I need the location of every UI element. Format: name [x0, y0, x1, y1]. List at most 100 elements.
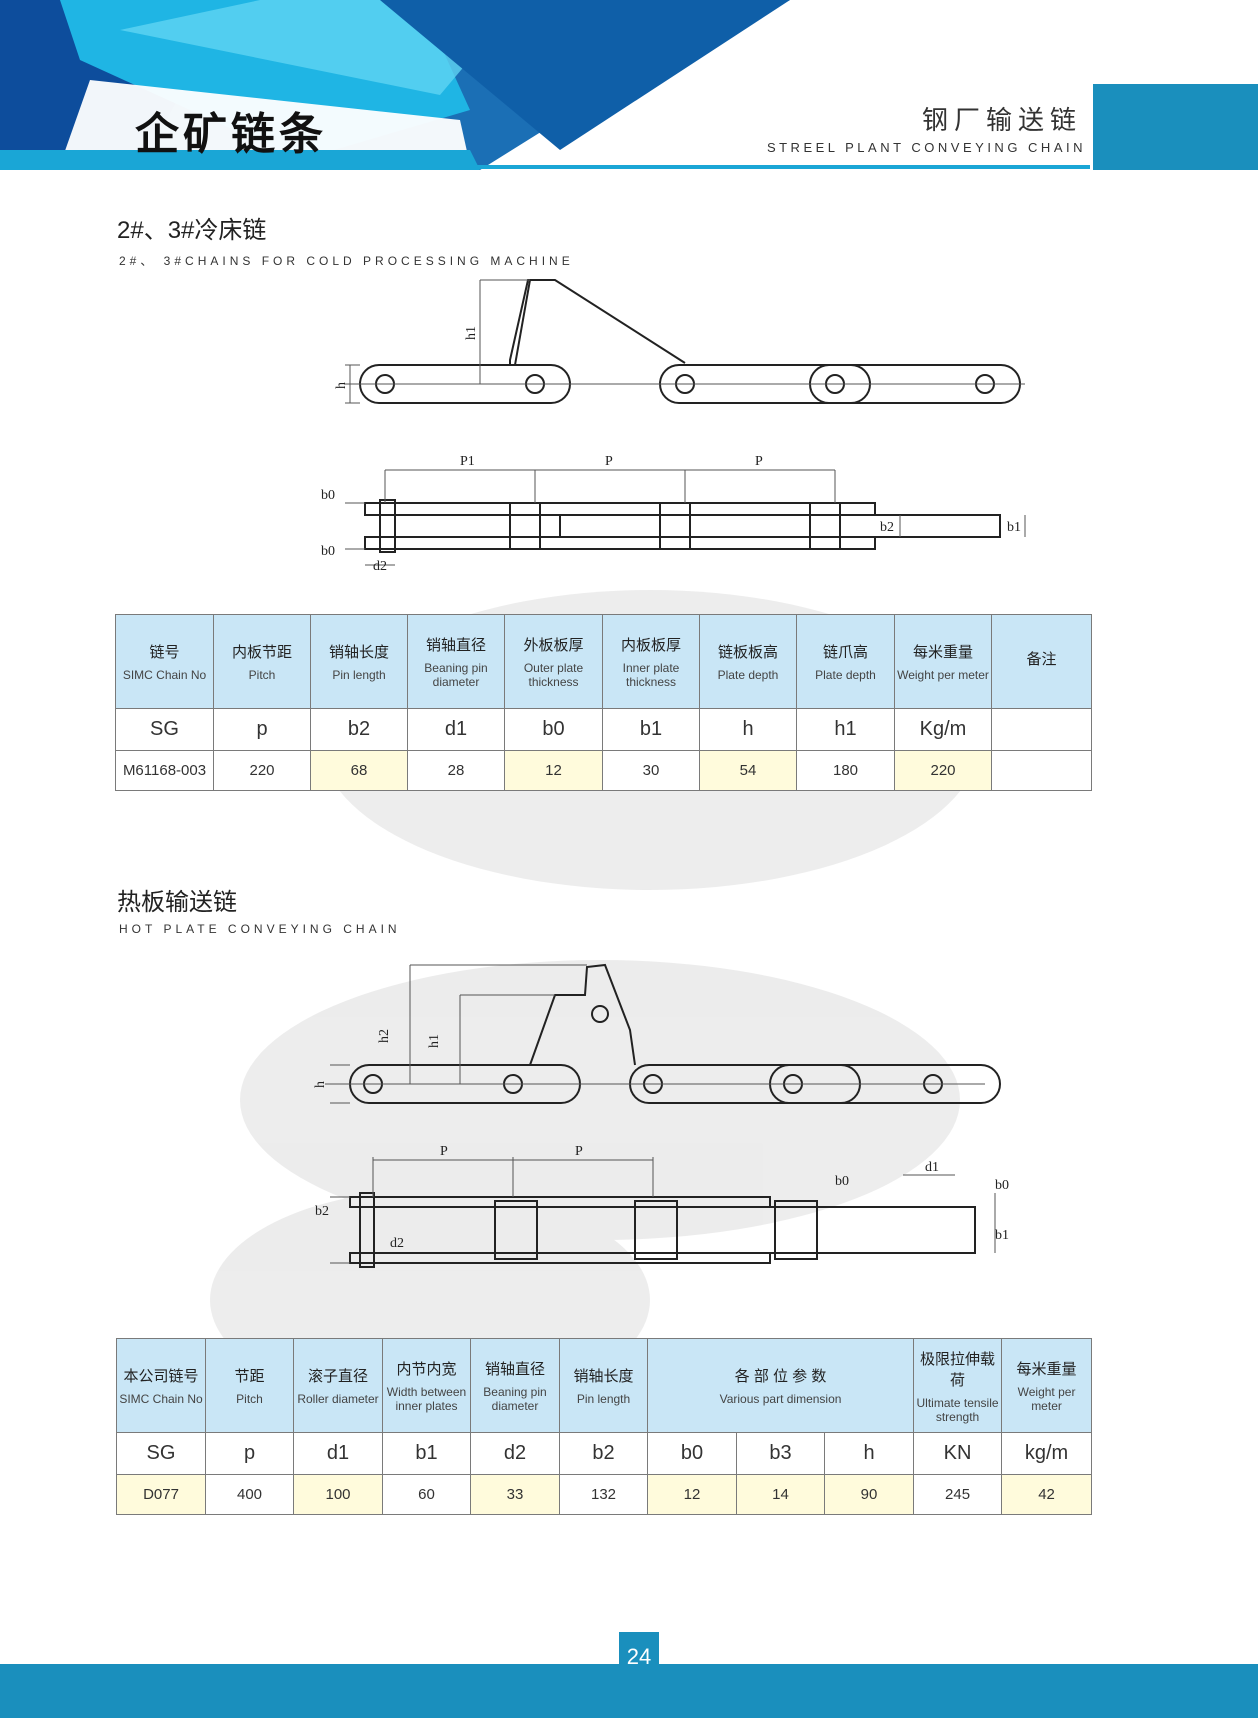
hot-plate-chain-drawing: h2 h1 h P P b0 d1 b0 b2 b1 d2	[313, 963, 1009, 1268]
symbol-cell: b0	[504, 708, 603, 751]
value-cell: 42	[1001, 1474, 1093, 1515]
dim-h1: h1	[427, 1034, 442, 1048]
brand-title: 企矿链条	[135, 110, 327, 159]
value-cell: 100	[293, 1474, 383, 1515]
symbol-cell: b1	[602, 708, 700, 751]
value-cell: 90	[823, 1474, 915, 1515]
symbol-cell: kg/m	[1001, 1432, 1093, 1475]
dim-p-a: P	[440, 1144, 448, 1159]
page-header: 企矿链条 钢厂输送链 Streel plant conveying chain	[0, 0, 1258, 175]
value-cell: 220	[894, 750, 992, 791]
dim-b0-bottom: b0	[321, 544, 335, 559]
dim-p-b: P	[755, 454, 763, 469]
dim-b0-mid: b0	[835, 1174, 849, 1189]
value-cell: 28	[407, 750, 505, 791]
category-title-en: Streel plant conveying chain	[766, 140, 1086, 155]
symbol-cell: b2	[559, 1432, 648, 1475]
section2-title-en: Hot plate conveying chain	[119, 922, 401, 936]
symbol-cell: p	[213, 708, 311, 751]
symbol-cell: d1	[293, 1432, 383, 1475]
value-cell: 245	[913, 1474, 1003, 1515]
dim-h1: h1	[464, 326, 479, 340]
symbol-cell: d1	[407, 708, 505, 751]
page-number: 24	[619, 1632, 659, 1682]
value-cell: 400	[205, 1474, 294, 1515]
dim-d1: d1	[925, 1160, 939, 1175]
value-cell: 180	[796, 750, 895, 791]
value-cell: 54	[699, 750, 797, 791]
value-cell: 12	[647, 1474, 737, 1515]
dim-h: h	[334, 382, 349, 389]
table-symbol-row: SG p d1 b1 d2 b2 b0 b3 h KN kg/m	[116, 1432, 1093, 1475]
dim-h: h	[313, 1081, 328, 1088]
dim-b1: b1	[1007, 520, 1021, 535]
table-row: M61168-003 220 68 28 12 30 54 180 220	[115, 750, 1092, 791]
dim-b1: b1	[995, 1228, 1009, 1243]
symbol-cell: d2	[470, 1432, 560, 1475]
dim-d2: d2	[373, 559, 387, 574]
symbol-cell: b1	[382, 1432, 471, 1475]
dim-b0-top: b0	[321, 488, 335, 503]
symbol-cell: b3	[736, 1432, 825, 1475]
dim-d2: d2	[390, 1236, 404, 1251]
value-cell: 33	[470, 1474, 560, 1515]
symbol-cell: p	[205, 1432, 294, 1475]
header-banner-graphic	[0, 0, 1258, 170]
symbol-cell	[991, 708, 1092, 751]
symbol-cell: h1	[796, 708, 895, 751]
dim-b2: b2	[315, 1204, 329, 1219]
value-cell: 30	[602, 750, 700, 791]
table-symbol-row: SG p b2 d1 b0 b1 h h1 Kg/m	[115, 708, 1092, 751]
section1-title-cn: 2#、3#冷床链	[117, 217, 267, 244]
value-cell: 14	[736, 1474, 825, 1515]
dim-h2: h2	[377, 1029, 392, 1043]
value-cell: D077	[116, 1474, 206, 1515]
symbol-cell: b2	[310, 708, 408, 751]
dim-b2: b2	[880, 520, 894, 535]
symbol-cell: Kg/m	[894, 708, 992, 751]
symbol-cell: SG	[116, 1432, 206, 1475]
cold-bed-chain-drawing: h1 h P1 P P b0 b0 b2 b1 d2	[321, 279, 1026, 574]
header-cell: 备注	[991, 614, 1092, 709]
table-row: D077 400 100 60 33 132 12 14 90 245 42	[116, 1474, 1093, 1515]
value-cell	[991, 750, 1092, 791]
dim-b0-right: b0	[995, 1178, 1009, 1193]
section1-title-en: 2#、 3#Chains for cold processing machine	[119, 254, 574, 268]
dim-p-a: P	[605, 454, 613, 469]
dim-p-b: P	[575, 1144, 583, 1159]
dim-p1: P1	[460, 454, 475, 469]
symbol-cell: h	[699, 708, 797, 751]
section2-title-cn: 热板输送链	[117, 889, 237, 916]
symbol-cell: KN	[913, 1432, 1003, 1475]
value-cell: M61168-003	[115, 750, 214, 791]
symbol-cell: h	[823, 1432, 915, 1475]
symbol-cell: b0	[647, 1432, 737, 1475]
category-title-cn: 钢厂输送链	[921, 105, 1082, 135]
value-cell: 68	[310, 750, 408, 791]
value-cell: 220	[213, 750, 311, 791]
value-cell: 60	[382, 1474, 471, 1515]
value-cell: 132	[559, 1474, 648, 1515]
